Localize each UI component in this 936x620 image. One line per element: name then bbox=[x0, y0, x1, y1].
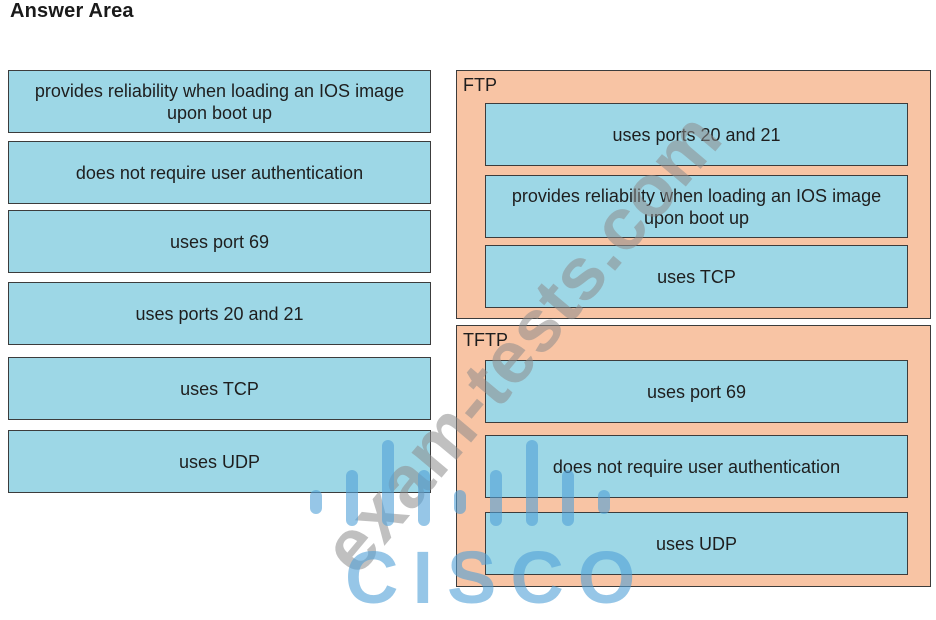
tftp-label: TFTP bbox=[463, 330, 508, 350]
source-item-port-69[interactable]: uses port 69 bbox=[8, 210, 431, 273]
source-item-tcp[interactable]: uses TCP bbox=[8, 357, 431, 420]
source-item-no-auth[interactable]: does not require user authentication bbox=[8, 141, 431, 204]
source-item-reliability[interactable]: provides reliability when loading an IOS… bbox=[8, 70, 431, 133]
tftp-item-no-auth[interactable]: does not require user authentication bbox=[485, 435, 908, 498]
source-item-udp[interactable]: uses UDP bbox=[8, 430, 431, 493]
tftp-item-port-69[interactable]: uses port 69 bbox=[485, 360, 908, 423]
ftp-item-ports-20-21[interactable]: uses ports 20 and 21 bbox=[485, 103, 908, 166]
source-item-ports-20-21[interactable]: uses ports 20 and 21 bbox=[8, 282, 431, 345]
ftp-item-tcp[interactable]: uses TCP bbox=[485, 245, 908, 308]
ftp-item-reliability[interactable]: provides reliability when loading an IOS… bbox=[485, 175, 908, 238]
tftp-item-udp[interactable]: uses UDP bbox=[485, 512, 908, 575]
ftp-label: FTP bbox=[463, 75, 497, 95]
page-title: Answer Area bbox=[10, 0, 134, 22]
